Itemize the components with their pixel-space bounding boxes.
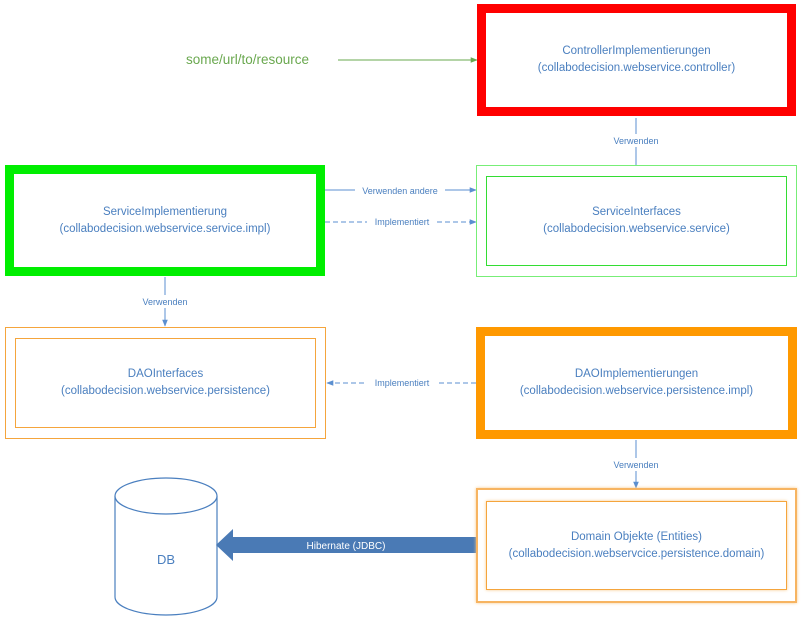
domain-package: (collabodecision.webservcice.persistence… [508, 547, 765, 560]
service-interfaces-box: ServiceInterfaces (collabodecision.webse… [476, 165, 797, 277]
daoimpl-to-domain-label: Verwenden [613, 460, 658, 470]
url-label: some/url/to/resource [186, 52, 309, 67]
service-interfaces-title: ServiceInterfaces [592, 206, 681, 218]
simpl-to-si-uses-label: Verwenden andere [362, 186, 438, 196]
controller-box: ControllerImplementierungen (collabodeci… [477, 4, 796, 116]
db-label: DB [157, 552, 175, 567]
ctrl-to-si-label: Verwenden [613, 136, 658, 146]
domain-to-db-label: Hibernate (JDBC) [307, 541, 386, 552]
dao-interfaces-box: DAOInterfaces (collabodecision.webservic… [5, 327, 326, 439]
service-interfaces-package: (collabodecision.webservice.service) [543, 223, 730, 235]
db-cylinder [114, 477, 218, 616]
domain-box: Domain Objekte (Entities) (collabodecisi… [476, 488, 797, 603]
controller-package: (collabodecision.webservice.controller) [537, 62, 736, 74]
simpl-to-daoi-label: Verwenden [142, 297, 187, 307]
dao-interfaces-title: DAOInterfaces [127, 368, 204, 380]
domain-to-db-arrow [216, 529, 476, 561]
simpl-to-si-impl-label: Implementiert [375, 217, 430, 227]
dao-interfaces-package: (collabodecision.webservice.persistence) [60, 385, 271, 397]
domain-title: Domain Objekte (Entities) [570, 530, 703, 543]
service-impl-box: ServiceImplementierung (collabodecision.… [5, 165, 325, 276]
service-impl-package: (collabodecision.webservice.service.impl… [59, 222, 271, 235]
dao-impl-box: DAOImplementierungen (collabodecision.we… [476, 327, 797, 439]
controller-title: ControllerImplementierungen [562, 45, 711, 57]
dao-impl-title: DAOImplementierungen [574, 368, 699, 380]
daoimpl-to-daoi-label: Implementiert [375, 378, 430, 388]
service-impl-title: ServiceImplementierung [102, 205, 227, 218]
dao-impl-package: (collabodecision.webservice.persistence.… [519, 385, 754, 397]
